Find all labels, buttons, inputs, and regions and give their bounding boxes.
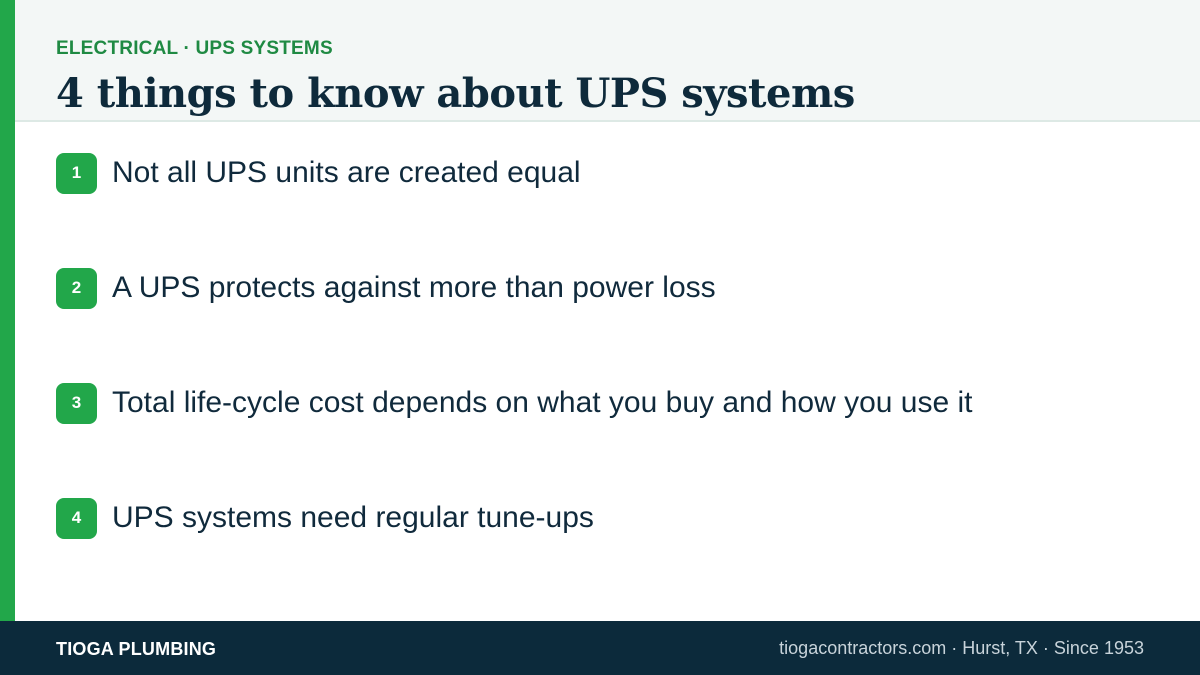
number-badge: 1	[56, 152, 97, 194]
category-eyebrow: ELECTRICAL · UPS SYSTEMS	[56, 38, 333, 59]
list-item: 4 UPS systems need regular tune-ups	[56, 497, 594, 539]
list-item-text: Total life-cycle cost depends on what yo…	[112, 386, 973, 419]
page-title: 4 things to know about UPS systems	[56, 70, 855, 117]
number-badge: 2	[56, 267, 97, 309]
list-item: 3 Total life-cycle cost depends on what …	[56, 382, 973, 424]
footer-meta: tiogacontractors.com · Hurst, TX · Since…	[779, 638, 1144, 658]
accent-bar	[0, 0, 15, 621]
number-badge: 4	[56, 497, 97, 539]
number-badge: 3	[56, 382, 97, 424]
list-item-text: UPS systems need regular tune-ups	[112, 501, 594, 534]
list-item: 2 A UPS protects against more than power…	[56, 267, 716, 309]
list-item-text: A UPS protects against more than power l…	[112, 271, 716, 304]
list-item: 1 Not all UPS units are created equal	[56, 152, 581, 194]
brand-name: TIOGA PLUMBING	[56, 639, 217, 659]
footer: TIOGA PLUMBING tiogacontractors.com · Hu…	[0, 621, 1200, 675]
list-item-text: Not all UPS units are created equal	[112, 156, 581, 189]
header: ELECTRICAL · UPS SYSTEMS 4 things to kno…	[15, 0, 1200, 122]
